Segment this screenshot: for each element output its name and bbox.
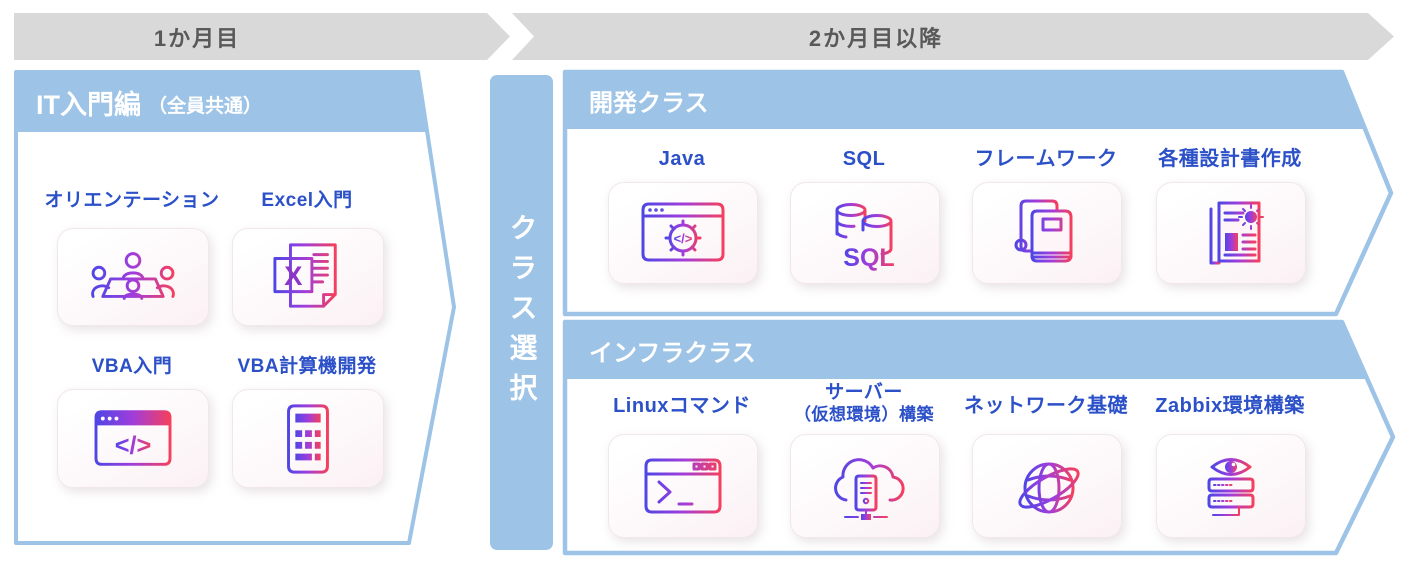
dev-box-shape xyxy=(562,69,1394,317)
course-card-excel: X xyxy=(232,228,384,326)
course-label-linux: Linuxコマンド xyxy=(613,395,751,417)
month1-banner-shape xyxy=(14,13,510,60)
intro-box-header-band xyxy=(16,72,427,132)
course-card-framework xyxy=(972,182,1122,284)
course-card-java: </> xyxy=(608,182,758,284)
course-card-orientation xyxy=(57,228,209,326)
intro-box-title-main: IT入門編 xyxy=(36,89,141,120)
course-label-server-line2: （仮想環境）構築 xyxy=(794,404,934,424)
sql-database-icon: SQL xyxy=(835,203,895,271)
infra-box-title: インフラクラス xyxy=(589,339,756,367)
course-label-vba-intro: VBA入門 xyxy=(91,356,173,377)
course-label-orientation: オリエンテーション xyxy=(44,190,220,211)
course-label-sql: SQL xyxy=(842,148,886,170)
course-label-server-line1: サーバー xyxy=(825,382,903,403)
course-card-vba-calculator xyxy=(232,389,384,488)
java-gear-icon: </> xyxy=(641,202,725,262)
dev-box-title: 開発クラス xyxy=(589,89,709,117)
course-label-network: ネットワーク基礎 xyxy=(964,395,1128,417)
svg-text:X: X xyxy=(284,260,302,291)
course-card-linux xyxy=(608,434,758,538)
network-globe-icon xyxy=(1018,462,1080,514)
course-card-vba-intro: </> xyxy=(57,389,209,488)
course-card-server xyxy=(790,434,940,538)
month2-banner-label: 2か月目以降 xyxy=(808,25,944,51)
svg-text:</>: </> xyxy=(115,431,152,459)
class-selector-bar xyxy=(490,75,553,550)
month2-banner-shape xyxy=(512,13,1394,60)
course-card-design-docs xyxy=(1156,182,1306,284)
design-doc-icon xyxy=(1209,201,1264,265)
calculator-icon xyxy=(287,403,329,474)
meeting-icon xyxy=(91,252,175,300)
intro-box-title-suffix: （全員共通） xyxy=(148,95,263,117)
course-label-framework: フレームワーク xyxy=(974,148,1118,170)
course-card-sql: SQL xyxy=(790,182,940,284)
course-label-excel: Excel入門 xyxy=(261,190,353,211)
course-label-zabbix: Zabbix環境構築 xyxy=(1155,395,1305,417)
course-label-java: Java xyxy=(658,148,706,170)
course-label-vba-calculator: VBA計算機開発 xyxy=(237,356,377,377)
framework-books-icon xyxy=(1014,199,1073,263)
course-label-server: サーバー （仮想環境）構築 xyxy=(776,382,952,425)
intro-box-title: IT入門編 （全員共通） xyxy=(36,80,262,124)
course-card-network xyxy=(972,434,1122,538)
cloud-server-icon xyxy=(834,458,905,520)
class-selector-label: クラス選択 xyxy=(506,212,538,413)
terminal-icon xyxy=(644,458,722,514)
infra-box-shape xyxy=(562,319,1396,556)
dev-box-header-band xyxy=(565,72,1365,129)
intro-box-shape xyxy=(14,70,456,545)
svg-text:</>: </> xyxy=(674,231,693,246)
month1-banner-label: 1か月目 xyxy=(153,25,241,51)
infra-box-header-band xyxy=(565,322,1365,379)
monitoring-eye-icon xyxy=(1207,458,1255,516)
course-card-zabbix xyxy=(1156,434,1306,538)
svg-text:SQL: SQL xyxy=(843,244,894,271)
excel-icon: X xyxy=(273,243,337,308)
code-window-icon: </> xyxy=(94,409,172,466)
course-label-design-docs: 各種設計書作成 xyxy=(1158,148,1302,170)
